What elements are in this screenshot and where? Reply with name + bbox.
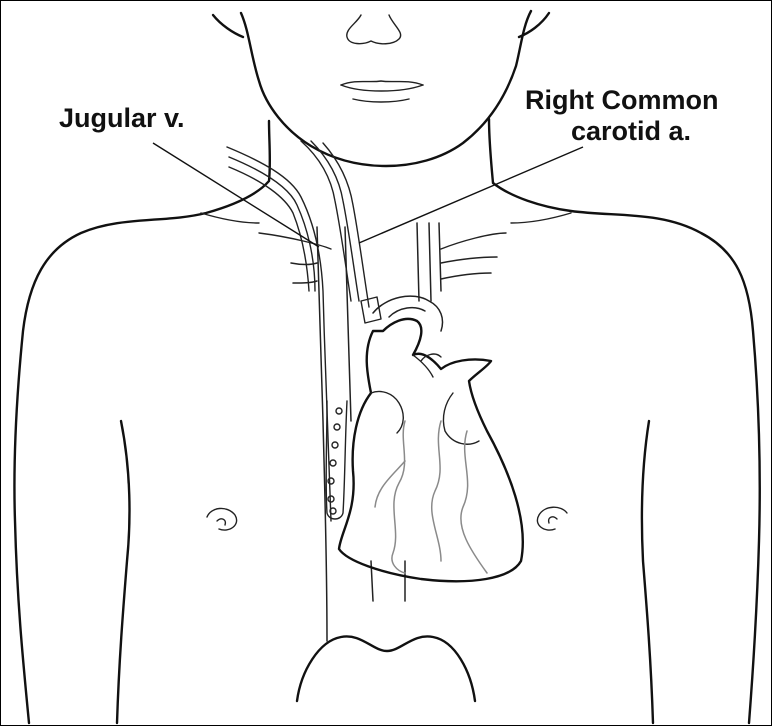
catheter [227,141,381,521]
carotid-leader-line [359,147,583,243]
label-carotid-line2: carotid a. [571,116,691,146]
heart [339,319,523,581]
torso-outline [14,119,759,723]
label-carotid-line1: Right Common [525,85,718,115]
jugular-leader-line [153,143,319,247]
head [213,11,549,166]
label-jugular-vein: Jugular v. [59,103,185,133]
